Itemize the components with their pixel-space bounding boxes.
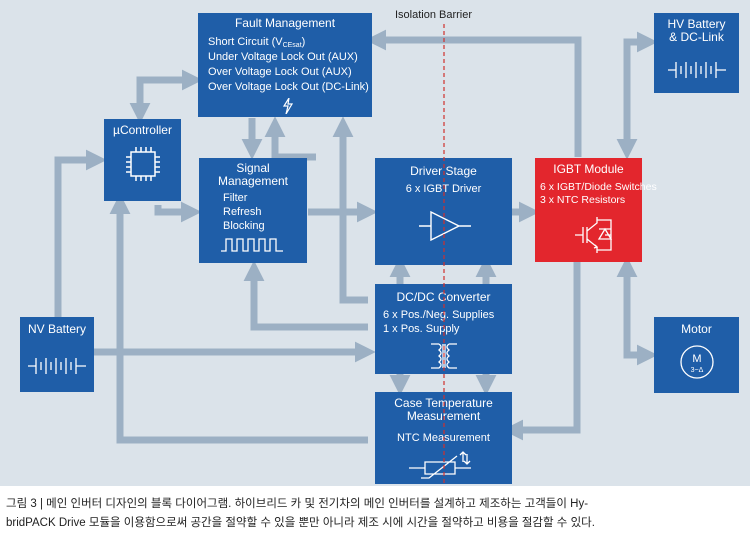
isolation-barrier-label: Isolation Barrier <box>395 9 473 21</box>
igbt-module-line-2: 3 x NTC Resistors <box>540 194 626 206</box>
case-temperature-block: Case Temperature Measurement NTC Measure… <box>375 392 512 484</box>
arrow-dcdc-fault <box>332 116 368 304</box>
signal-management-title-2: Management <box>217 174 289 188</box>
hv-battery-block: HV Battery & DC-Link <box>654 13 739 93</box>
arrow-ucontroller-fault <box>136 69 203 112</box>
thermistor-icon <box>409 451 471 479</box>
arrow-igbt-casetemp <box>502 262 581 441</box>
transformer-icon <box>431 343 457 369</box>
case-temperature-title-2: Measurement <box>406 409 481 423</box>
amplifier-icon <box>419 210 471 242</box>
dcdc-line-1: 6 x Pos./Neg. Supplies <box>383 309 495 321</box>
signal-item-blocking: Blocking <box>223 220 265 232</box>
arrow-dcdc-signal <box>243 260 368 331</box>
nv-battery-block: NV Battery <box>20 317 94 392</box>
fault-line-ovlo-dclink: Over Voltage Lock Out (DC-Link) <box>208 81 369 93</box>
lightning-icon <box>282 98 294 114</box>
battery-icon <box>668 62 726 78</box>
motor-symbol-top: M <box>692 353 701 365</box>
chip-icon <box>126 147 160 181</box>
fault-line-short-circuit: Short Circuit (VCEsat) <box>208 36 306 49</box>
igbt-module-block: IGBT Module 6 x IGBT/Diode Switches 3 x … <box>535 158 657 262</box>
signal-item-refresh: Refresh <box>223 206 262 218</box>
motor-title: Motor <box>681 322 712 336</box>
dcdc-line-2: 1 x Pos. Supply <box>383 323 460 335</box>
dcdc-converter-title: DC/DC Converter <box>396 290 491 304</box>
driver-stage-block: Driver Stage 6 x IGBT Driver <box>375 158 512 265</box>
caption-line-2: bridPACK Drive 모듈을 이용함으로써 공간을 절약할 수 있을 뿐… <box>6 517 595 529</box>
igbt-diode-icon <box>575 217 613 253</box>
arrow-casetemp-ucontroller <box>109 193 368 444</box>
arrow-nvbat-ucontroller <box>54 149 107 318</box>
signal-management-title-1: Signal <box>236 161 270 175</box>
motor-symbol-bottom: 3~Δ <box>691 367 704 374</box>
dcdc-converter-block: DC/DC Converter 6 x Pos./Neg. Supplies 1… <box>375 284 512 374</box>
ucontroller-title: µController <box>113 123 172 137</box>
arrow-igbt-fault <box>365 29 582 157</box>
signal-item-filter: Filter <box>223 192 248 204</box>
hv-battery-title-2: & DC-Link <box>669 30 724 44</box>
igbt-module-line-1: 6 x IGBT/Diode Switches <box>540 181 657 193</box>
fault-line-uvlo-aux: Under Voltage Lock Out (AUX) <box>208 51 358 63</box>
driver-stage-title: Driver Stage <box>410 164 477 178</box>
arrow-fault-ucontroller <box>129 76 160 124</box>
igbt-module-title: IGBT Module <box>553 162 624 176</box>
arrow-driver-fault <box>264 116 316 161</box>
motor-icon: M 3~Δ <box>680 345 714 379</box>
nv-battery-title: NV Battery <box>27 322 87 336</box>
pulse-train-icon <box>221 238 283 252</box>
connector-layer <box>54 29 658 444</box>
hv-battery-title-1: HV Battery <box>667 17 726 31</box>
arrow-ucontroller-signal <box>154 201 202 223</box>
fault-management-title: Fault Management <box>234 16 336 30</box>
signal-management-block: Signal Management Filter Refresh Blockin… <box>199 158 307 263</box>
caption-line-1: 그림 3 | 메인 인버터 디자인의 블록 다이어그램. 하이브리드 카 및 전… <box>6 498 589 510</box>
driver-stage-line: 6 x IGBT Driver <box>405 183 482 195</box>
ucontroller-block: µController <box>104 119 181 201</box>
fault-management-block: Fault Management Short Circuit (VCEsat) … <box>198 13 372 117</box>
diagram-canvas: Fault Management Short Circuit (VCEsat) … <box>0 0 750 486</box>
fault-line-ovlo-aux: Over Voltage Lock Out (AUX) <box>208 66 352 78</box>
figure-caption: 그림 3 | 메인 인버터 디자인의 블록 다이어그램. 하이브리드 카 및 전… <box>6 495 746 533</box>
ntc-measurement-label: NTC Measurement <box>397 432 490 444</box>
battery-icon <box>28 358 86 374</box>
motor-block: Motor M 3~Δ <box>654 317 739 393</box>
